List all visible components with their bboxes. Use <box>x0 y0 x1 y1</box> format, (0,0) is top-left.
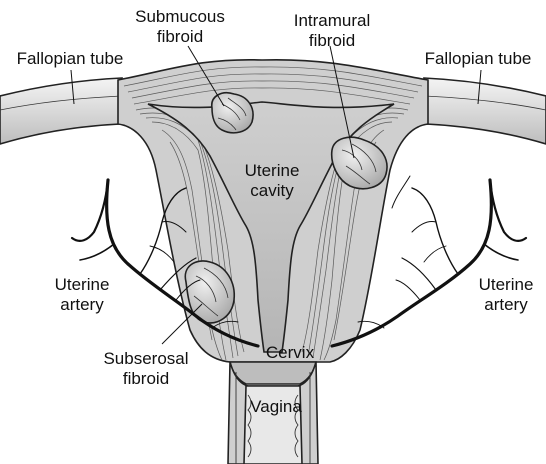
label-fallopian-tube-right: Fallopian tube <box>425 49 532 68</box>
label-uterine-artery-left-line2: artery <box>60 295 104 314</box>
label-intramural-line1: Intramural <box>294 11 371 30</box>
label-uterine-artery-right-line1: Uterine <box>479 275 534 294</box>
fallopian-tube-right <box>424 78 546 144</box>
cervix <box>230 362 316 384</box>
label-vagina: Vagina <box>250 397 302 416</box>
label-submucous-line1: Submucous <box>135 7 225 26</box>
label-cervix: Cervix <box>266 343 315 362</box>
label-uterine-cavity-line2: cavity <box>250 181 294 200</box>
label-uterine-cavity-line1: Uterine <box>245 161 300 180</box>
label-subserosal-line1: Subserosal <box>103 349 188 368</box>
label-fallopian-tube-left: Fallopian tube <box>17 49 124 68</box>
label-subserosal-line2: fibroid <box>123 369 169 388</box>
label-submucous-line2: fibroid <box>157 27 203 46</box>
fallopian-tube-left <box>0 78 122 144</box>
label-intramural-line2: fibroid <box>309 31 355 50</box>
label-uterine-artery-left-line1: Uterine <box>55 275 110 294</box>
label-uterine-artery-right-line2: artery <box>484 295 528 314</box>
